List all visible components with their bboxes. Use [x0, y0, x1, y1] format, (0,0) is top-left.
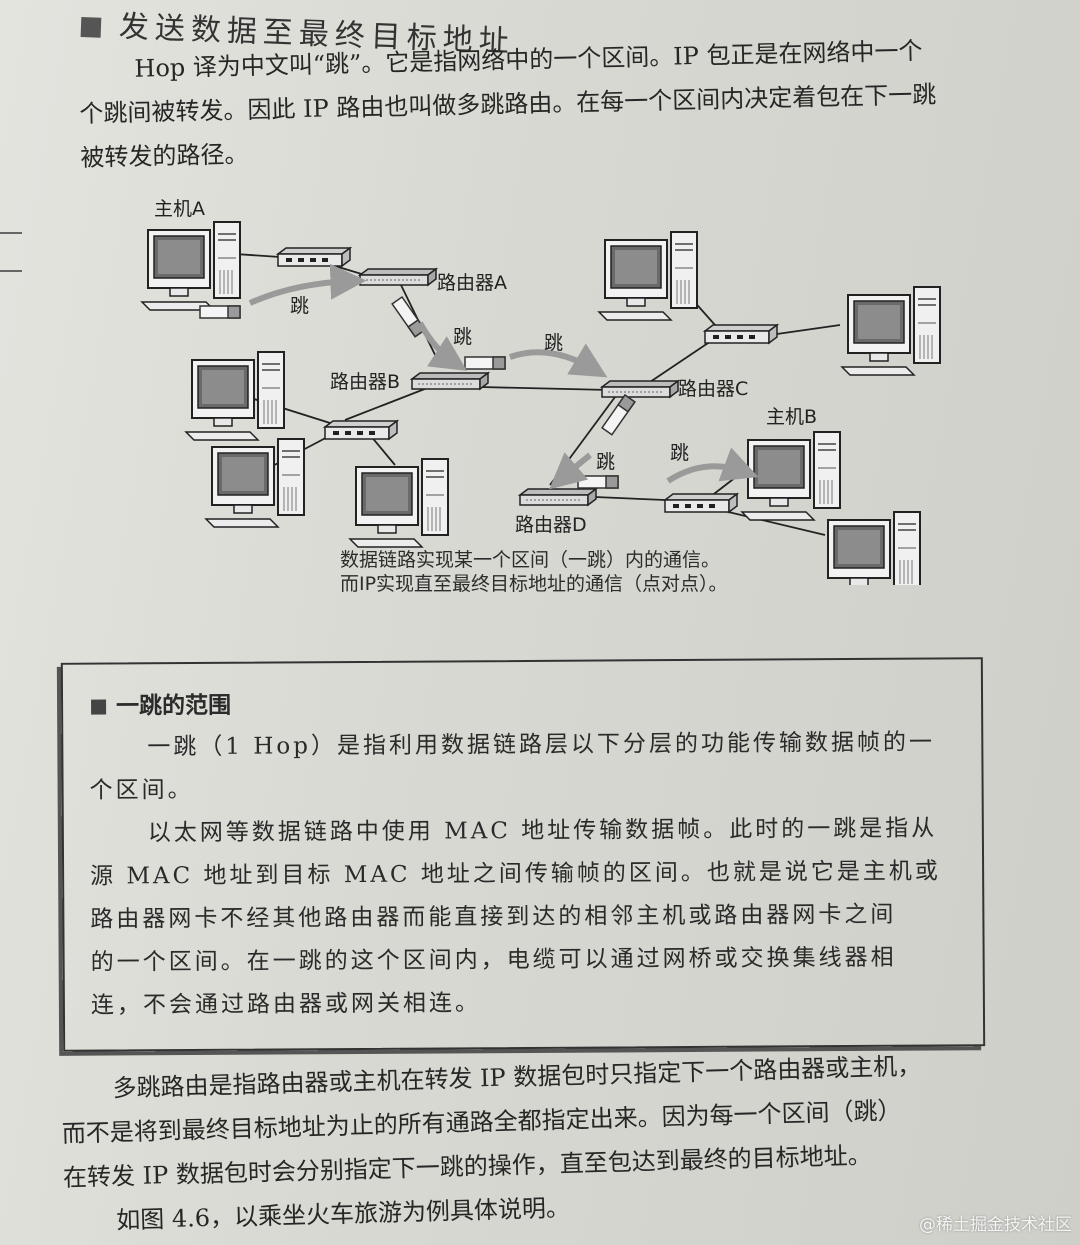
- router-d-label: 路由器D: [515, 514, 587, 536]
- computer: [598, 231, 698, 321]
- box-line: 路由器网卡不经其他路由器而能直接到达的相邻主机或路由器网卡之间: [90, 901, 897, 933]
- host-a-label: 主机A: [154, 198, 205, 220]
- caption-line: 数据链路实现某一个区间（一跳）内的通信。: [340, 549, 721, 571]
- router-b: [411, 372, 489, 390]
- router-d: [519, 488, 597, 506]
- intro-paragraph: Hop 译为中文叫“跳”。它是指网络中的一个区间。IP 包正是在网络中一个 个跳…: [78, 27, 1021, 180]
- outro-paragraph: 多跳路由是指路由器或主机在转发 IP 数据包时只指定下一个路由器或主机， 而不是…: [60, 1041, 1025, 1244]
- watermark: @稀土掘金技术社区: [919, 1215, 1072, 1235]
- packet: [199, 305, 241, 319]
- host-b-label: 主机B: [766, 406, 817, 428]
- computer: [185, 351, 285, 441]
- box-line: 的一个区间。在一跳的这个区间内，电缆可以通过网桥或交换集线器相: [90, 944, 897, 976]
- packet: [601, 394, 636, 436]
- router-b-label: 路由器B: [330, 371, 400, 393]
- computer: [349, 458, 449, 548]
- box-line: 一跳（1 Hop）是指利用数据链路层以下分层的功能传输数据帧的一: [147, 729, 935, 761]
- sidebar-box: 一跳的范围 一跳（1 Hop）是指利用数据链路层以下分层的功能传输数据帧的一 个…: [60, 657, 986, 1052]
- router-a-label: 路由器A: [437, 272, 507, 294]
- hop-label: 跳: [670, 442, 689, 464]
- computer: [205, 438, 305, 528]
- hub: [324, 420, 398, 440]
- box-line: 源 MAC 地址到目标 MAC 地址之间传输帧的区间。也就是说它是主机或: [90, 858, 941, 890]
- router-a: [359, 268, 437, 286]
- hub: [664, 493, 738, 513]
- hop-arrows: [248, 263, 759, 490]
- figure-caption: 数据链路实现某一个区间（一跳）内的通信。 而IP实现直至最终目标地址的通信（点对…: [340, 548, 728, 596]
- router-c: [601, 380, 679, 398]
- host-a-computer: [141, 221, 241, 311]
- hop-label: 跳: [290, 295, 309, 317]
- packet: [464, 356, 506, 370]
- packet: [577, 475, 619, 489]
- hop-label: 跳: [453, 326, 472, 348]
- network-diagram: 主机A 路由器A 路由器B 路由器C 路由器D 主机B 跳 跳 跳 跳 跳: [141, 198, 941, 585]
- margin-mark: [0, 270, 22, 272]
- hub: [277, 247, 351, 267]
- heading-square-icon: [80, 16, 102, 38]
- margin-mark: [0, 232, 22, 234]
- hub: [704, 324, 778, 344]
- box-line: 以太网等数据链路中使用 MAC 地址传输数据帧。此时的一跳是指从: [147, 815, 938, 847]
- title-square-icon: [91, 699, 107, 715]
- packet: [391, 296, 426, 338]
- router-c-label: 路由器C: [678, 378, 748, 400]
- caption-line: 而IP实现直至最终目标地址的通信（点对点）。: [340, 573, 728, 595]
- computer: [821, 511, 921, 585]
- computer: [841, 286, 941, 376]
- box-line: 连，不会通过路由器或网关相连。: [90, 990, 481, 1019]
- hop-label: 跳: [596, 451, 615, 473]
- host-b-computer: [741, 431, 841, 521]
- hop-label: 跳: [544, 332, 563, 354]
- box-title: 一跳的范围: [91, 686, 231, 721]
- box-body: 一跳（1 Hop）是指利用数据链路层以下分层的功能传输数据帧的一 个区间。 以太…: [89, 721, 961, 1027]
- box-line: 个区间。: [89, 777, 194, 804]
